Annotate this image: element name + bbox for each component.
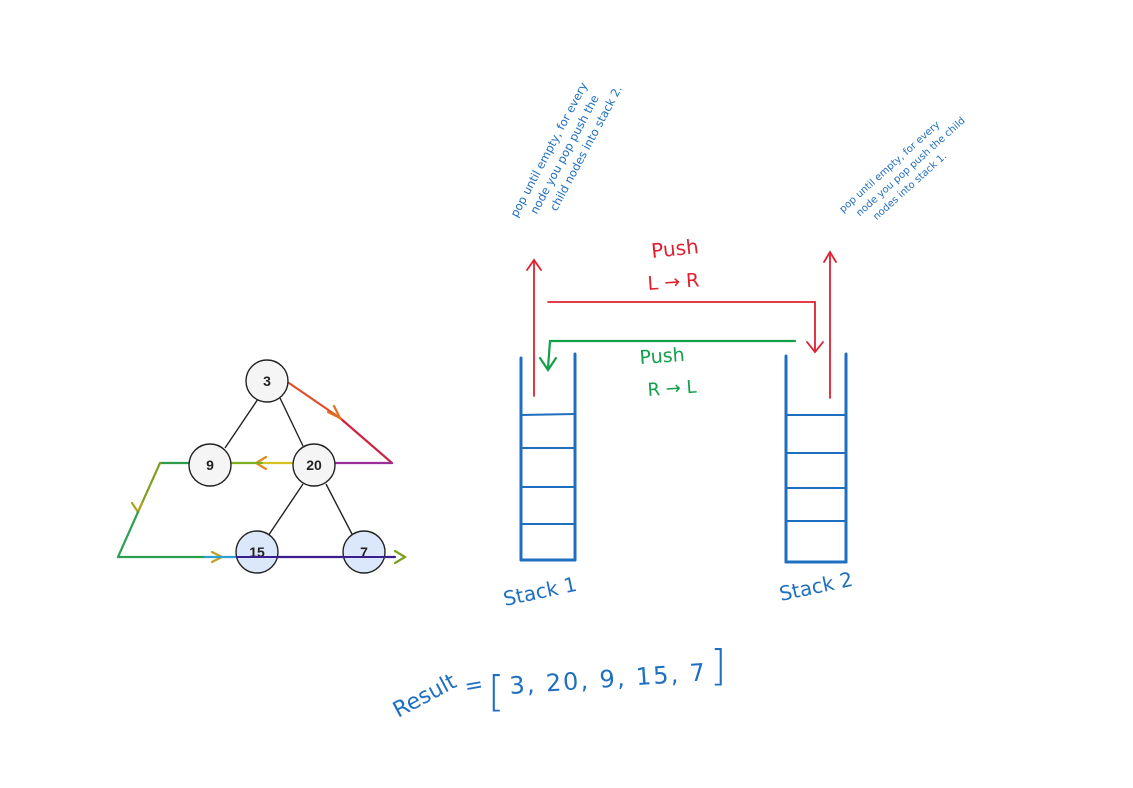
tree-edge-20-15 <box>267 483 304 537</box>
tree-node: 15 <box>235 530 279 574</box>
result-label: Result <box>389 669 461 723</box>
stack-2 <box>784 352 848 564</box>
push-lr-direction: L → R <box>647 269 700 295</box>
tree-node-label: 9 <box>206 457 214 473</box>
result-close-bracket: ] <box>710 641 726 690</box>
stack-2-label: Stack 2 <box>777 567 855 606</box>
note-line: node you pop push the child <box>854 115 967 218</box>
result: Result = [ 3, 20, 9, 15, 7 ] <box>389 641 726 723</box>
stack-1-label: Stack 1 <box>501 572 579 611</box>
stack-1-note: pop until empty, for every node you pop … <box>507 80 625 220</box>
pop-arrow-stack-2 <box>823 250 837 399</box>
tree-edge-3-20 <box>279 397 304 447</box>
result-equals: = <box>463 672 485 700</box>
push-rl-label: Push <box>639 344 686 369</box>
tree-node: 9 <box>188 443 232 487</box>
stack-2-note: pop until empty, for every node you pop … <box>838 115 968 222</box>
push-right-to-left-arrow <box>538 339 797 372</box>
tree-node: 7 <box>342 530 386 574</box>
push-left-to-right-arrow <box>547 301 824 354</box>
push-rl-direction: R → L <box>647 377 697 401</box>
pop-arrow-stack-1 <box>526 258 542 397</box>
tree-node-label: 3 <box>263 373 271 389</box>
result-values: 3, 20, 9, 15, 7 <box>508 658 707 700</box>
tree-edge-20-7 <box>325 483 354 537</box>
tree-edge-3-9 <box>224 398 259 449</box>
tree-node-label: 7 <box>360 544 368 560</box>
tree-node: 20 <box>292 443 336 487</box>
stack-1 <box>519 352 577 562</box>
binary-tree: 3 9 20 15 7 <box>116 359 408 574</box>
tree-node: 3 <box>245 359 289 403</box>
result-open-bracket: [ <box>488 667 504 716</box>
push-lr-label: Push <box>650 234 700 263</box>
tree-node-label: 20 <box>306 457 322 473</box>
